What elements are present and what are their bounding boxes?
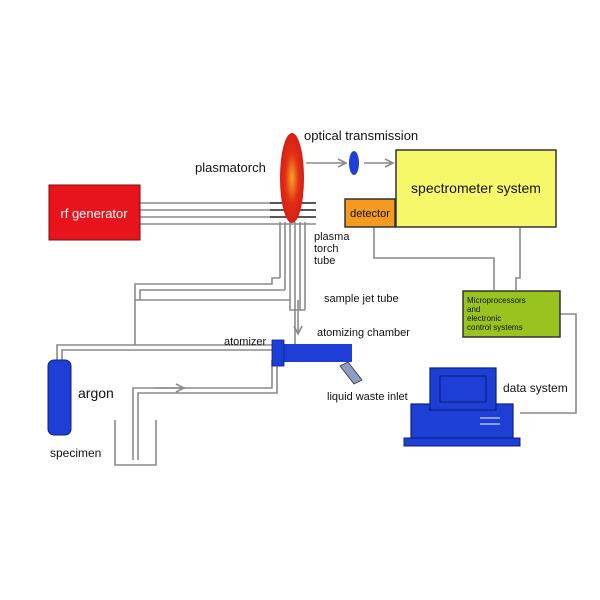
specimen-beaker <box>114 420 157 466</box>
specimen-uptake-line-2 <box>137 365 278 460</box>
liquid-waste-outlet <box>339 361 363 385</box>
arrows <box>155 158 395 393</box>
data-system-computer <box>403 367 521 447</box>
microprocessors-label-3: electronic <box>467 314 501 323</box>
optical-transmission-label: optical transmission <box>304 128 418 143</box>
spectrometer-to-micro-line <box>515 228 521 290</box>
gas-feed-torch-base <box>135 299 305 311</box>
atomizer-label: atomizer <box>224 336 267 348</box>
keyboard <box>403 437 521 447</box>
tube-label: tube <box>314 255 335 267</box>
gas-feed-outer <box>134 277 280 345</box>
optical-arrow-head-2 <box>384 158 395 168</box>
gas-feed-inner <box>139 289 285 300</box>
micro-to-data-line <box>520 313 577 414</box>
rf-generator-label: rf generator <box>60 206 128 221</box>
atomizing-chamber-label: atomizing chamber <box>317 327 410 339</box>
computer-monitor <box>429 367 497 411</box>
atomizer <box>271 339 285 367</box>
atomizing-chamber <box>280 344 352 362</box>
detector-to-micro-line <box>373 226 495 290</box>
spectrometer-system-box <box>395 149 557 228</box>
microprocessors-label-4: control systems <box>467 323 523 332</box>
specimen-label: specimen <box>50 446 101 460</box>
optical-lens <box>349 151 359 175</box>
specimen-flow-arrow-head <box>175 383 186 393</box>
microprocessors-label-2: and <box>467 305 480 314</box>
optical-arrow-head-1 <box>337 158 348 168</box>
rf-generator-box <box>48 184 141 241</box>
detector-box <box>344 198 396 228</box>
argon-line <box>61 349 272 360</box>
microprocessors-label-1: Microprocessors <box>467 296 526 305</box>
plasma-label: plasma <box>314 231 350 243</box>
plasmatorch-label: plasmatorch <box>195 160 266 175</box>
torch-label: torch <box>314 243 338 255</box>
microprocessor-box <box>462 290 561 338</box>
sample-jet-arrow-head <box>293 325 303 336</box>
spectrometer-system-label: spectrometer system <box>411 180 541 196</box>
argon-line-2 <box>56 344 272 360</box>
plasma-flame <box>280 133 304 223</box>
liquid-waste-inlet-label: liquid waste inlet <box>327 391 408 403</box>
detector-label: detector <box>350 208 390 220</box>
argon-cylinder <box>47 359 72 436</box>
sample-jet-tube-label: sample jet tube <box>324 293 399 305</box>
computer-screen <box>439 375 487 403</box>
data-system-label: data system <box>503 381 568 395</box>
argon-label: argon <box>78 385 114 401</box>
specimen-uptake-line <box>132 360 273 460</box>
